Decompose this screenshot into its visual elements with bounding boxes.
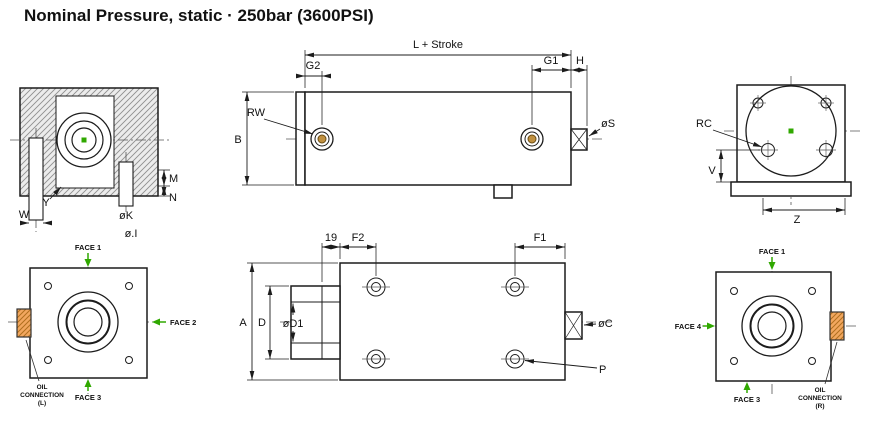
label-l-stroke: L + Stroke (413, 39, 463, 51)
face-l-bolt-holes (44, 282, 133, 364)
bore-ring-mid (65, 299, 111, 345)
label-face1: FACE 1 (759, 247, 785, 256)
center-marker-icon (788, 128, 794, 134)
face-1-arrow (84, 253, 92, 267)
mounting-hole-left (28, 137, 44, 221)
label-rc: RC (696, 118, 712, 130)
cylinder-bore-circle (745, 85, 837, 177)
oil-leader-line (824, 341, 838, 385)
mounting-hole-right (118, 161, 134, 207)
label-d: D (258, 317, 266, 329)
label-oi: ø.I (125, 228, 138, 240)
bottom-port-boss (493, 184, 513, 199)
label-b: B (234, 134, 241, 146)
label-v: V (708, 165, 716, 177)
top-view: 19 F2 F1 A D øD1 øC P (239, 232, 613, 381)
port-left (310, 127, 334, 151)
label-face2: FACE 2 (170, 318, 196, 327)
face-1-arrow (768, 257, 776, 270)
label-a: A (239, 317, 247, 329)
label-w: W (19, 209, 30, 221)
label-oil-3: (L) (38, 400, 46, 407)
label-z: Z (794, 214, 801, 226)
side-port-boss (564, 311, 583, 340)
label-oil-1: OIL (815, 387, 826, 394)
face-view-left: FACE 1 FACE 2 FACE 3 OIL CONNECTION (L) (8, 243, 196, 407)
label-oil-2: CONNECTION (798, 395, 842, 402)
label-oc: øC (598, 318, 613, 330)
top-dimension-lines (247, 243, 598, 381)
label-face3: FACE 3 (734, 395, 760, 404)
end-ports (758, 140, 836, 160)
side-view: L + Stroke G2 G1 H RW B øS (234, 39, 615, 199)
label-oil-2: CONNECTION (20, 392, 64, 399)
label-n: N (169, 192, 177, 204)
label-m: M (169, 173, 178, 185)
base-plate (730, 181, 852, 197)
label-p: P (599, 364, 606, 376)
end-view: RC V Z (696, 76, 860, 226)
face-4-arrow (703, 322, 715, 330)
label-face3: FACE 3 (75, 393, 101, 402)
label-face4: FACE 4 (675, 322, 702, 331)
bore-circle-inner (71, 127, 97, 153)
bore-ring-inner (73, 307, 103, 337)
label-ok: øK (119, 210, 134, 222)
face-view-right: FACE 1 FACE 4 FACE 3 OIL CONNECTION (R) (675, 247, 858, 410)
top-ports (362, 277, 529, 369)
center-marker-icon (81, 137, 87, 143)
label-f2: F2 (352, 232, 365, 244)
oil-port-right (829, 311, 845, 341)
cylinder-head-cap (295, 91, 306, 186)
face-r-bolt-holes (730, 287, 816, 365)
label-g1: G1 (544, 55, 559, 67)
page-title: Nominal Pressure, static · 250bar (3600P… (24, 6, 374, 25)
face-3-arrow (84, 379, 92, 391)
face-2-arrow (152, 318, 166, 326)
label-oil-1: OIL (37, 384, 48, 391)
piston-rod-stub (570, 128, 588, 151)
oil-port-left (16, 308, 32, 338)
label-y: Y (42, 197, 50, 209)
label-oil-3: (R) (815, 403, 824, 410)
port-right (520, 127, 544, 151)
section-dimension-lines (20, 169, 170, 226)
rod-boss (290, 285, 341, 360)
bore-ring-mid (749, 303, 795, 349)
label-19: 19 (325, 232, 337, 244)
label-g2: G2 (306, 60, 321, 72)
bore-ring-inner (757, 311, 787, 341)
bolt-holes (750, 95, 834, 111)
label-rw: RW (247, 107, 266, 119)
section-view: W Y M N øK ø.I (10, 87, 178, 240)
face-3-arrow (743, 382, 751, 393)
label-os: øS (601, 118, 615, 130)
label-h: H (576, 55, 584, 67)
side-dimension-lines (242, 50, 601, 186)
label-od1: øD1 (283, 318, 304, 330)
label-f1: F1 (534, 232, 547, 244)
end-dimension-lines (712, 129, 846, 215)
oil-leader-line (25, 339, 40, 382)
bore-circle-mid (64, 120, 104, 160)
label-face1: FACE 1 (75, 243, 101, 252)
